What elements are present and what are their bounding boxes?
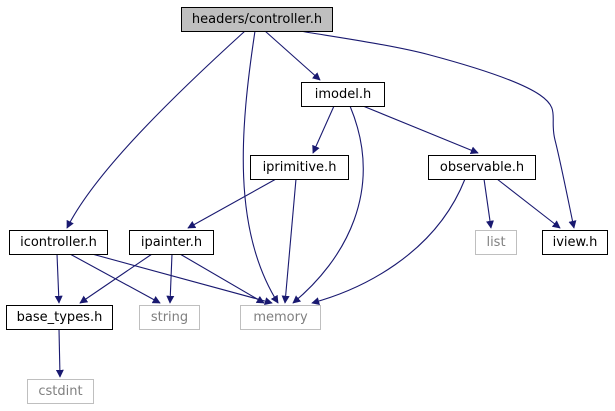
node-controller[interactable]: headers/controller.h: [181, 7, 333, 32]
edge-icontroller-to-string: [69, 253, 161, 304]
node-box: [6, 305, 113, 330]
node-iview[interactable]: iview.h: [542, 230, 608, 255]
node-label: observable.h: [440, 160, 524, 175]
node-label: imodel.h: [315, 87, 371, 102]
node-base-types[interactable]: base_types.h: [6, 305, 113, 330]
node-label: iview.h: [553, 235, 598, 250]
node-iprimitive[interactable]: iprimitive.h: [250, 155, 349, 180]
edge-observable-to-list: [483, 178, 494, 229]
node-box: [181, 7, 333, 32]
node-label: iprimitive.h: [263, 160, 337, 175]
node-memory: memory: [240, 305, 321, 330]
node-label: cstdint: [38, 384, 82, 399]
edge-observable-to-iview: [496, 178, 561, 229]
edge-imodel-to-observable: [362, 105, 479, 154]
edge-ipainter-to-string: [166, 253, 175, 304]
node-ipainter[interactable]: ipainter.h: [129, 230, 214, 255]
node-label: memory: [253, 310, 308, 325]
node-list: list: [475, 230, 517, 255]
node-label: base_types.h: [17, 310, 103, 325]
node-box: [240, 305, 321, 330]
node-box: [542, 230, 608, 255]
edge-imodel-to-iprimitive: [312, 105, 335, 154]
node-box: [250, 155, 349, 180]
node-label: string: [151, 310, 188, 325]
edge-iprimitive-to-ipainter: [187, 178, 277, 229]
edge-iprimitive-to-memory: [281, 178, 297, 304]
node-box: [475, 230, 517, 255]
edge-controller-to-iview: [299, 30, 577, 229]
edges-layer: [54, 30, 577, 378]
edge-base_types-to-cstdint: [55, 328, 64, 378]
node-box: [139, 305, 200, 330]
node-observable[interactable]: observable.h: [428, 155, 536, 180]
nodes-layer: headers/controller.h imodel.h iprimitive.h…: [6, 7, 608, 404]
node-box: [27, 379, 94, 404]
edge-icontroller-to-base_types: [54, 253, 63, 304]
node-string: string: [139, 305, 200, 330]
node-cstdint: cstdint: [27, 379, 94, 404]
node-box: [9, 230, 108, 255]
edge-controller-to-imodel: [264, 30, 321, 81]
node-box: [129, 230, 214, 255]
node-label: list: [486, 235, 505, 250]
edge-icontroller-to-memory: [91, 253, 273, 305]
node-box: [428, 155, 536, 180]
edge-controller-to-memory: [242, 30, 279, 304]
edge-ipainter-to-memory: [179, 253, 265, 304]
node-imodel[interactable]: imodel.h: [301, 82, 385, 107]
node-box: [301, 82, 385, 107]
node-icontroller[interactable]: icontroller.h: [9, 230, 108, 255]
edge-observable-to-memory: [311, 178, 466, 305]
edge-controller-to-icontroller: [66, 30, 246, 229]
edge-imodel-to-memory: [292, 105, 364, 304]
node-label: icontroller.h: [20, 235, 97, 250]
edge-ipainter-to-base_types: [79, 253, 153, 304]
node-label: headers/controller.h: [192, 12, 322, 27]
node-label: ipainter.h: [141, 235, 202, 250]
